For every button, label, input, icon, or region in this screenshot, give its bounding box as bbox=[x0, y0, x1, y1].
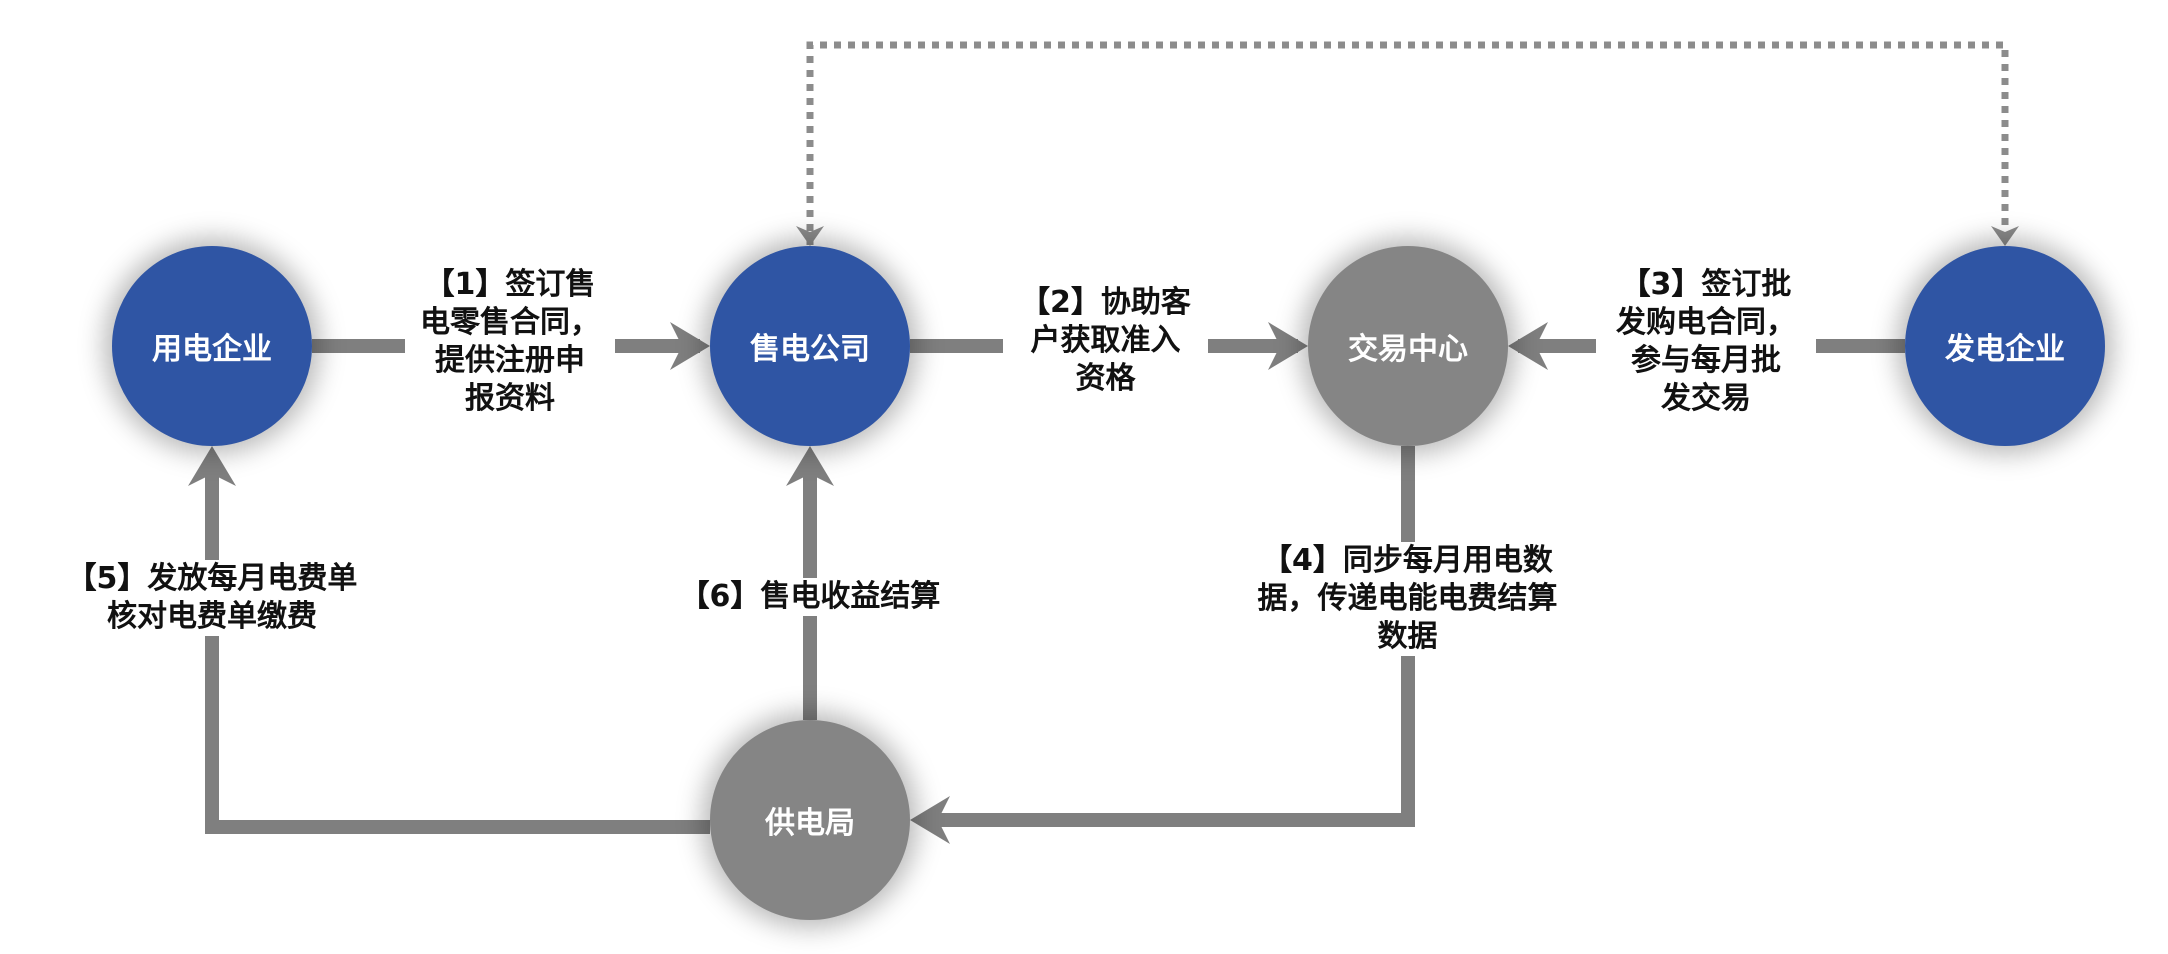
edge-1-label: 【1】签订售 电零售合同， 提供注册申 报资料 bbox=[405, 266, 615, 418]
node-sales-company-label: 售电公司 bbox=[750, 332, 870, 367]
edge-3-label: 【3】签订批 发购电合同， 参与每月批 发交易 bbox=[1596, 266, 1816, 418]
edge-5-line bbox=[205, 460, 710, 834]
node-generation-enterprise-label: 发电企业 bbox=[1945, 332, 2065, 367]
edge-4-arrowhead bbox=[910, 796, 950, 844]
node-power-bureau: 供电局 bbox=[710, 720, 910, 920]
node-sales-company: 售电公司 bbox=[710, 246, 910, 446]
node-user-enterprise: 用电企业 bbox=[112, 246, 312, 446]
edge-6-label: 【6】售电收益结算 bbox=[672, 578, 948, 616]
dotted-arrow-to-sales bbox=[796, 226, 824, 246]
edge-3-arrowhead bbox=[1508, 322, 1548, 370]
node-trading-center: 交易中心 bbox=[1308, 246, 1508, 446]
edge-6-arrowhead bbox=[786, 446, 834, 486]
edge-2-label: 【2】协助客 户获取准入 资格 bbox=[1003, 284, 1208, 398]
edge-5-label: 【5】发放每月电费单 核对电费单缴费 bbox=[52, 560, 372, 636]
edge-1-arrowhead bbox=[670, 322, 710, 370]
edge-5-arrowhead bbox=[188, 446, 236, 486]
node-user-enterprise-label: 用电企业 bbox=[152, 332, 272, 367]
node-power-bureau-label: 供电局 bbox=[765, 806, 855, 841]
edge-4-label: 【4】同步每月用电数 据，传递电能电费结算 数据 bbox=[1235, 542, 1580, 656]
dotted-link-sales-generation bbox=[806, 41, 2009, 245]
node-trading-center-label: 交易中心 bbox=[1348, 332, 1468, 367]
edge-2-arrowhead bbox=[1268, 322, 1308, 370]
node-generation-enterprise: 发电企业 bbox=[1905, 246, 2105, 446]
dotted-arrow-to-generation bbox=[1991, 226, 2019, 246]
